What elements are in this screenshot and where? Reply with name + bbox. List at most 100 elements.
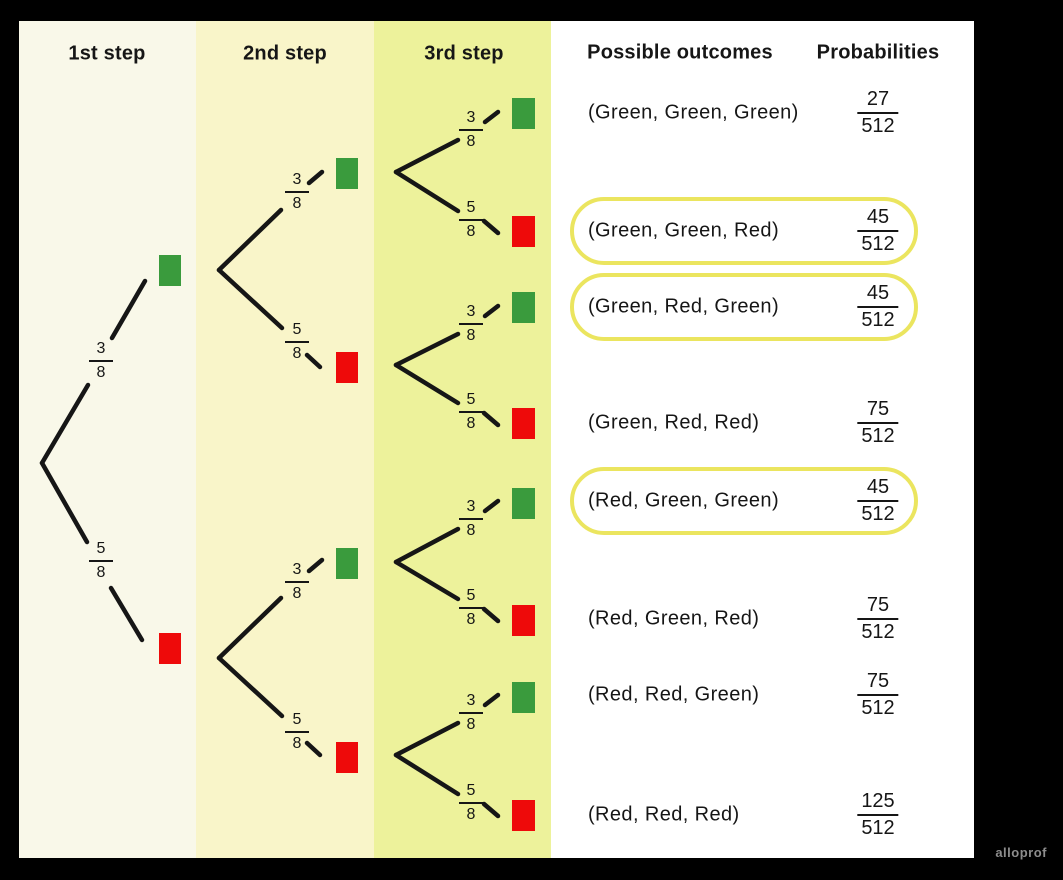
fraction-bar — [285, 341, 309, 343]
fraction-numerator: 45 — [866, 476, 890, 498]
red-marble — [336, 742, 358, 773]
fraction-bar — [459, 518, 483, 520]
outcome-row-highlighted: (Green, Green, Red) 45 512 — [570, 197, 918, 265]
fraction-denominator: 8 — [466, 133, 476, 150]
fraction-denominator: 8 — [292, 585, 302, 602]
tree-branch-line — [216, 655, 285, 719]
outcome-label: (Red, Green, Green) — [588, 489, 780, 512]
tree-branch-line — [482, 303, 501, 319]
tree-branch-line — [393, 526, 461, 565]
fraction-bar — [459, 323, 483, 325]
fraction-bar — [459, 219, 483, 221]
fraction-bar — [857, 230, 899, 232]
step1-column-header: 1st step — [68, 42, 146, 65]
fraction-numerator: 75 — [866, 398, 890, 420]
fraction-bar — [89, 560, 113, 562]
tree-branch-line — [393, 362, 461, 406]
fraction-bar — [857, 694, 899, 696]
fraction-bar — [857, 306, 899, 308]
red-marble — [159, 633, 181, 664]
fraction-denominator: 512 — [861, 233, 895, 255]
fraction-denominator: 8 — [466, 806, 476, 823]
tree-branch-line — [109, 278, 148, 341]
fraction-denominator: 8 — [466, 522, 476, 539]
outcome-label: (Green, Red, Green) — [588, 295, 780, 318]
fraction-denominator: 8 — [466, 415, 476, 432]
fraction-bar — [857, 500, 899, 502]
step2-column-header: 2nd step — [243, 42, 327, 65]
tree-branch-line — [393, 720, 461, 758]
fraction-denominator: 8 — [96, 564, 106, 581]
tree-branch-line — [216, 207, 284, 273]
tree-branch-line — [393, 331, 461, 368]
tree-branch-line — [393, 752, 461, 797]
fraction-denominator: 512 — [861, 621, 895, 643]
tree-branch-line — [482, 692, 501, 708]
tree-branch-line — [306, 169, 325, 186]
tree-branch-line — [393, 559, 461, 602]
watermark-logo: alloprof — [995, 845, 1047, 860]
fraction-bar — [857, 422, 899, 424]
fraction-bar — [857, 618, 899, 620]
fraction-bar — [459, 129, 483, 131]
tree-branch-line — [306, 557, 325, 574]
red-marble — [512, 408, 535, 439]
outcome-label: (Red, Red, Green) — [588, 683, 760, 706]
fraction-bar — [857, 112, 899, 114]
fraction-denominator: 512 — [861, 425, 895, 447]
possible-outcomes-header: Possible outcomes — [587, 41, 773, 64]
fraction-denominator: 8 — [292, 735, 302, 752]
outcome-label: (Green, Red, Red) — [588, 411, 760, 434]
fraction-numerator: 5 — [292, 321, 302, 338]
tree-branch-line — [216, 267, 285, 331]
fraction-numerator: 125 — [861, 790, 895, 812]
fraction-numerator: 75 — [866, 594, 890, 616]
fraction-numerator: 3 — [466, 303, 476, 320]
fraction-numerator: 3 — [292, 171, 302, 188]
fraction-numerator: 3 — [466, 498, 476, 515]
step3-column-header: 3rd step — [424, 42, 504, 65]
fraction-bar — [285, 191, 309, 193]
tree-branch-line — [481, 218, 501, 236]
tree-branch-line — [482, 109, 501, 125]
fraction-numerator: 5 — [96, 540, 106, 557]
fraction-numerator: 45 — [866, 206, 890, 228]
fraction-denominator: 512 — [861, 115, 895, 137]
outcome-label: (Red, Green, Red) — [588, 607, 760, 630]
fraction-denominator: 512 — [861, 697, 895, 719]
fraction-bar — [285, 581, 309, 583]
fraction-bar — [459, 607, 483, 609]
outcome-label: (Red, Red, Red) — [588, 803, 740, 826]
green-marble — [512, 292, 535, 323]
tree-branch-line — [482, 498, 501, 514]
tree-branch-line — [304, 740, 323, 758]
tree-branch-line — [393, 137, 461, 175]
probabilities-header: Probabilities — [816, 41, 940, 64]
fraction-denominator: 8 — [292, 195, 302, 212]
step3-column-background — [374, 21, 551, 858]
diagram-content — [19, 21, 974, 858]
fraction-numerator: 5 — [466, 782, 476, 799]
red-marble — [336, 352, 358, 383]
fraction-numerator: 3 — [96, 340, 106, 357]
red-marble — [512, 605, 535, 636]
tree-branch-line — [39, 460, 90, 545]
fraction-denominator: 8 — [466, 716, 476, 733]
tree-branch-line — [216, 595, 284, 661]
green-marble — [512, 488, 535, 519]
outcome-label: (Green, Green, Red) — [588, 219, 780, 242]
fraction-denominator: 8 — [292, 345, 302, 362]
